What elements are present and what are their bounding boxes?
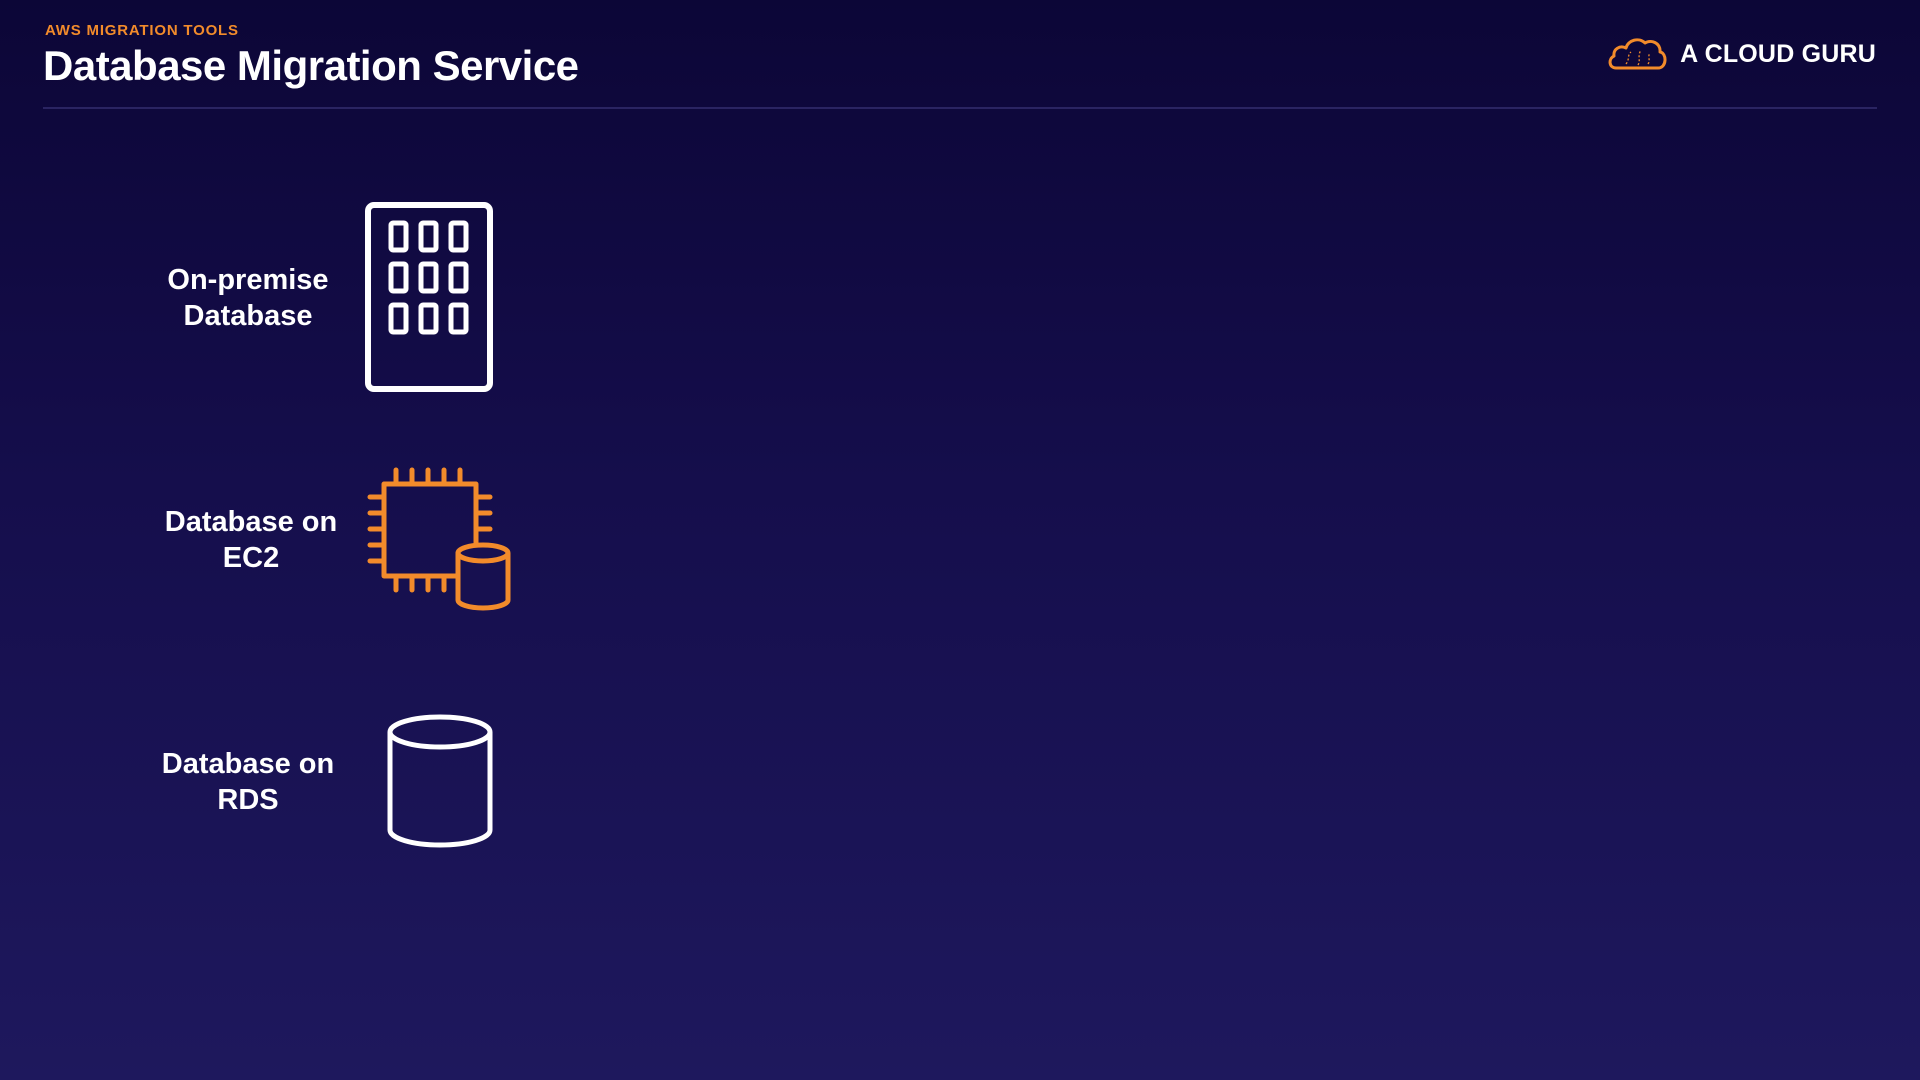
rds-database-label: Database on RDS — [98, 746, 398, 818]
on-premise-database-label-line2: Database — [183, 300, 313, 332]
page-title: Database Migration Service — [43, 42, 579, 89]
database-cylinder-icon — [387, 714, 493, 848]
rds-database-label-line2: RDS — [217, 784, 279, 816]
header-kicker: AWS MIGRATION TOOLS — [45, 22, 239, 39]
cloud-icon — [1608, 38, 1667, 70]
ec2-database-label: Database on EC2 — [101, 504, 401, 576]
header-divider — [43, 107, 1877, 109]
ec2-database-label-line1: Database on — [164, 506, 338, 538]
ec2-instance-database-icon — [367, 467, 511, 611]
on-premise-database-label-line1: On-premise — [167, 264, 329, 296]
ec2-database-label-line2: EC2 — [222, 542, 280, 574]
on-premise-database-label: On-premise Database — [98, 262, 398, 334]
building-icon — [365, 202, 493, 392]
brand-logo: A CLOUD GURU — [1606, 34, 1876, 74]
rds-database-label-line1: Database on — [161, 748, 335, 780]
brand-name: A CLOUD GURU — [1680, 39, 1876, 68]
